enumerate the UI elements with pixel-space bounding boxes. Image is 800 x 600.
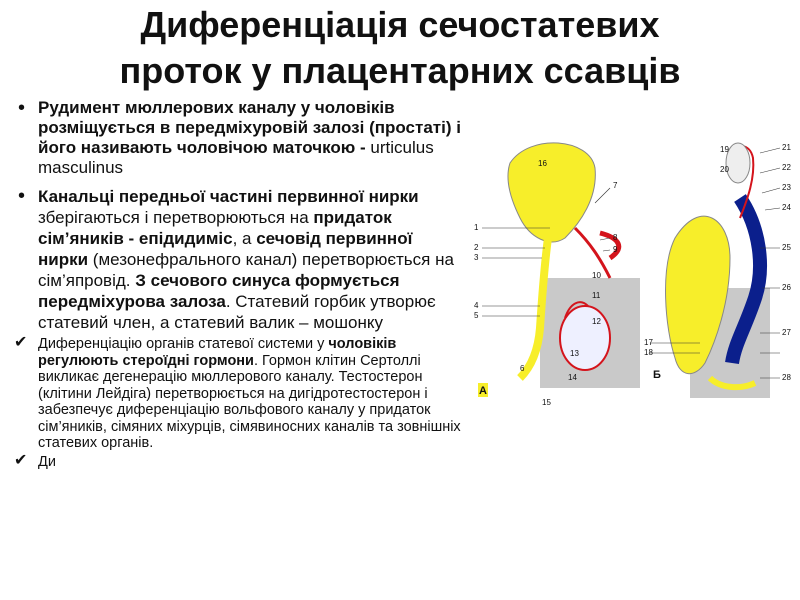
figure-number: 18 [644, 348, 653, 357]
bullet-2-part-8: . Статевий горбик утворює статевий член,… [38, 292, 436, 332]
bladder-shape-b [665, 215, 731, 375]
bullet-2-part-2: зберігаються і перетворюються на [38, 208, 314, 227]
testis-a [559, 305, 611, 371]
bullet-2-part-7: З сечового синуса формується передміхуро… [38, 271, 400, 311]
duct-blue [725, 194, 767, 365]
figure-number: 5 [474, 311, 479, 320]
bullet-item-1: • Рудимент мюллерових каналу у чоловіків… [14, 98, 464, 178]
anatomy-diagram: А Б 1 2 3 4 [474, 142, 791, 407]
figure-number: 14 [568, 373, 577, 382]
epididymis-a [564, 301, 589, 319]
bullet-1-bold: Рудимент мюллерових каналу у чоловіків р… [38, 98, 461, 157]
panel-a-label: А [479, 385, 487, 397]
bullet-3-part-2: чоловіків регулюють стероїдні гормони [38, 336, 397, 369]
checkmark-icon: ✔ [14, 334, 28, 351]
figure-numbers: 1 2 3 4 5 6 7 8 9 10 11 12 13 14 15 16 1… [474, 143, 791, 407]
figure-number: 15 [542, 398, 551, 407]
figure-number: 10 [592, 271, 601, 280]
checkmark-icon: ✔ [14, 451, 28, 469]
figure-number: 12 [592, 317, 601, 326]
bullet-list: • Рудимент мюллерових каналу у чоловіків… [14, 98, 464, 470]
figure-number: 1 [474, 223, 479, 232]
bullet-2-part-4: , а [232, 229, 257, 248]
bullet-1-latin: urticulus masculinus [38, 138, 434, 177]
title-line-2: проток у плацентарних ссавців [119, 50, 681, 91]
bullet-4-part-1: Ди [38, 453, 56, 470]
urethra-b [707, 375, 757, 391]
bullet-2-part-3: придаток сім’яників - епідидиміс [38, 208, 392, 248]
figure-number: 11 [592, 291, 601, 300]
panel-a-label-box [478, 383, 488, 397]
panel-b: Б [653, 142, 770, 398]
bullet-item-4: ✔ Ди [14, 451, 464, 471]
duct-red-a [573, 226, 612, 279]
bullet-item-2: • Канальці передньої частині первинної н… [14, 186, 464, 333]
figure-number: 7 [613, 181, 618, 190]
gonad-b [725, 142, 751, 184]
bullet-marker: • [18, 185, 26, 207]
panel-a: А [478, 142, 640, 397]
bullet-3-part-3: . Гормон клітин Сертоллі викликає дегене… [38, 352, 461, 452]
title-line-1: Диференціація сечостатевих [140, 4, 660, 45]
figure-number: 2 [474, 243, 479, 252]
figure-number: 16 [538, 159, 547, 168]
figure-number: 8 [613, 233, 618, 242]
bladder-shape [507, 142, 596, 243]
figure-number: 26 [782, 283, 791, 292]
figure-number: 17 [644, 338, 653, 347]
figure-number: 23 [782, 183, 791, 192]
figure-number: 28 [782, 373, 791, 382]
bullet-3-part-1: Диференціацію органів статевої системи у [38, 336, 329, 352]
figure-number: 13 [570, 349, 579, 358]
figure-number: 25 [782, 243, 791, 252]
figure-number: 6 [520, 364, 525, 373]
figure-number: 20 [720, 165, 729, 174]
figure-number: 9 [613, 245, 618, 254]
anatomy-figure: А Б 1 2 3 4 [470, 128, 800, 418]
figure-number: 22 [782, 163, 791, 172]
bullet-2-part-5: сечовід первинної нирки [38, 229, 413, 269]
figure-number: 19 [720, 145, 729, 154]
bullet-2-part-1: Канальці передньої частині первинної нир… [38, 187, 419, 206]
figure-number: 4 [474, 301, 479, 310]
panel-b-label: Б [653, 369, 661, 381]
urethra-yellow [517, 237, 552, 381]
vesicle-red [599, 230, 622, 261]
slide-title: Диференціація сечостатевих проток у плац… [0, 2, 800, 94]
figure-number: 24 [782, 203, 791, 212]
bullet-marker: • [18, 97, 26, 119]
leader-lines [482, 147, 781, 379]
bullet-2-part-6: (мезонефрального канал) перетворюється н… [38, 250, 454, 290]
figure-number: 21 [782, 143, 791, 152]
figure-number: 3 [474, 253, 479, 262]
figure-number: 27 [782, 328, 791, 337]
bullet-item-3: ✔ Диференціацію органів статевої системи… [14, 334, 464, 452]
